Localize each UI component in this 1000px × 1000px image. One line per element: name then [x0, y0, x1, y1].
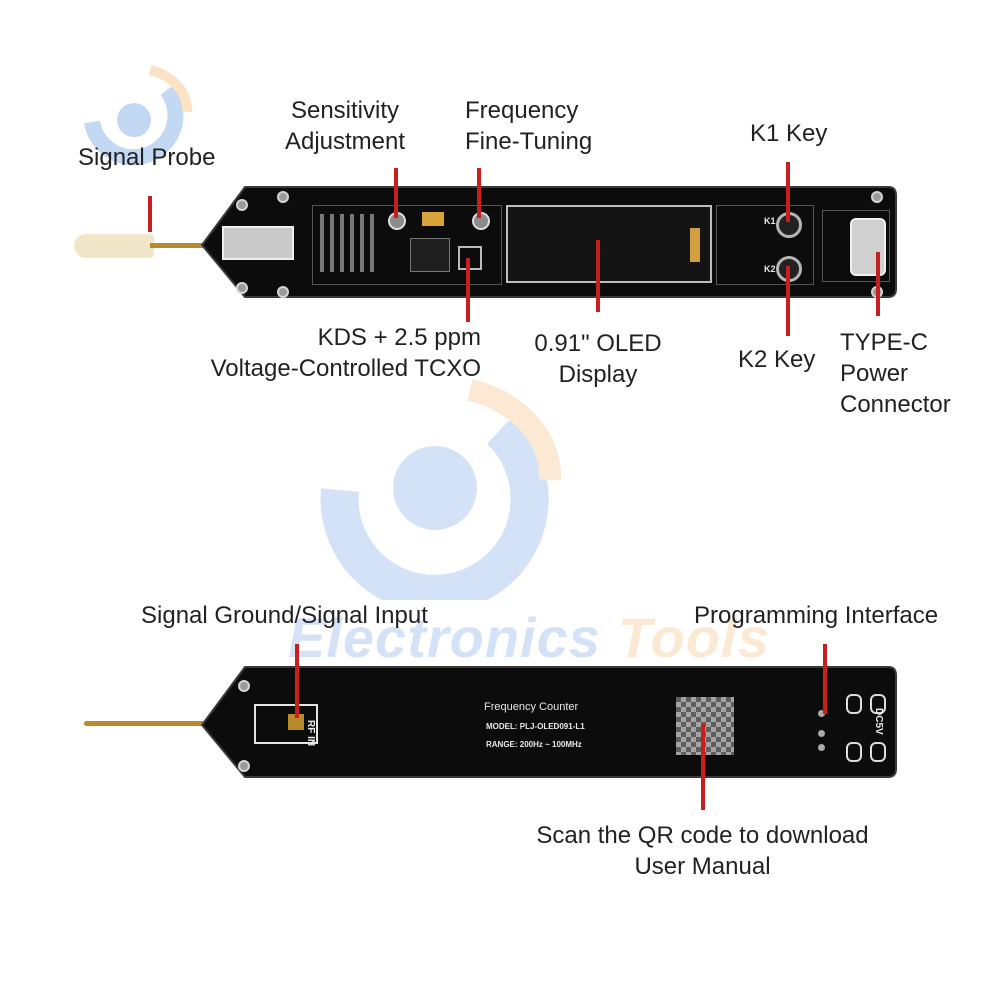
back-model: MODEL: PLJ-OLED091-L1: [486, 722, 585, 731]
smd-pads: [320, 214, 380, 272]
k1-label: K1 Key: [750, 120, 828, 147]
watermark-text: Electronics Tools: [288, 606, 770, 669]
screw: [277, 191, 289, 203]
key-area: [716, 205, 814, 285]
dc5v-pad: [870, 694, 886, 714]
dc5v-pad: [846, 694, 862, 714]
signal-ground-pointer: [295, 644, 299, 718]
qr-code: [676, 697, 734, 755]
rf-in-pad: [288, 714, 304, 730]
oled-connector: [690, 228, 700, 262]
qr-pointer: [701, 724, 705, 810]
watermark-logo-large: [320, 379, 562, 600]
programming-pin: [818, 730, 825, 737]
typec-port: [850, 218, 886, 276]
screw: [238, 680, 250, 692]
crystal-chip: [422, 212, 444, 226]
oled-display: [506, 205, 712, 283]
oled-pointer: [596, 240, 600, 312]
k2-pointer: [786, 266, 790, 336]
back-range: RANGE: 200Hz ~ 100MHz: [486, 740, 582, 749]
probe-tip: [74, 234, 154, 258]
probe-needle: [150, 243, 210, 248]
programming-pin: [818, 744, 825, 751]
dc5v-pad: [846, 742, 862, 762]
ic-chip: [410, 238, 450, 272]
signal-ground-label: Signal Ground/Signal Input: [141, 602, 428, 629]
screw: [871, 191, 883, 203]
back-title: Frequency Counter: [484, 701, 579, 713]
kds-pointer: [466, 258, 470, 322]
typec-pointer: [876, 252, 880, 316]
back-probe-needle: [84, 721, 214, 726]
k1-silk: K1: [764, 216, 776, 226]
dc5v-pad: [870, 742, 886, 762]
component-area-left: [312, 205, 502, 285]
screw: [236, 199, 248, 211]
signal-probe-pointer: [148, 196, 152, 232]
k2-silk: K2: [764, 264, 776, 274]
watermark-logo-small: [84, 65, 192, 166]
programming-label: Programming Interface: [694, 602, 939, 629]
frequency-pointer: [477, 168, 481, 218]
tcxo-chip: [458, 246, 482, 270]
signal-probe-label: Signal Probe: [78, 144, 216, 171]
screw: [236, 282, 248, 294]
frequency-trimmer: [472, 212, 490, 230]
k1-pointer: [786, 162, 790, 222]
programming-pin: [818, 710, 825, 717]
probe-pad: [222, 226, 294, 260]
screw: [277, 286, 289, 298]
k2-label: K2 Key: [738, 346, 816, 373]
typec-area: [822, 210, 890, 282]
screw: [238, 760, 250, 772]
programming-pointer: [823, 644, 827, 714]
dc5v-silk: DC5V: [873, 708, 884, 735]
rf-in-silk: RF IN: [305, 720, 316, 747]
rf-in-box: [254, 704, 318, 744]
sensitivity-pointer: [394, 168, 398, 218]
